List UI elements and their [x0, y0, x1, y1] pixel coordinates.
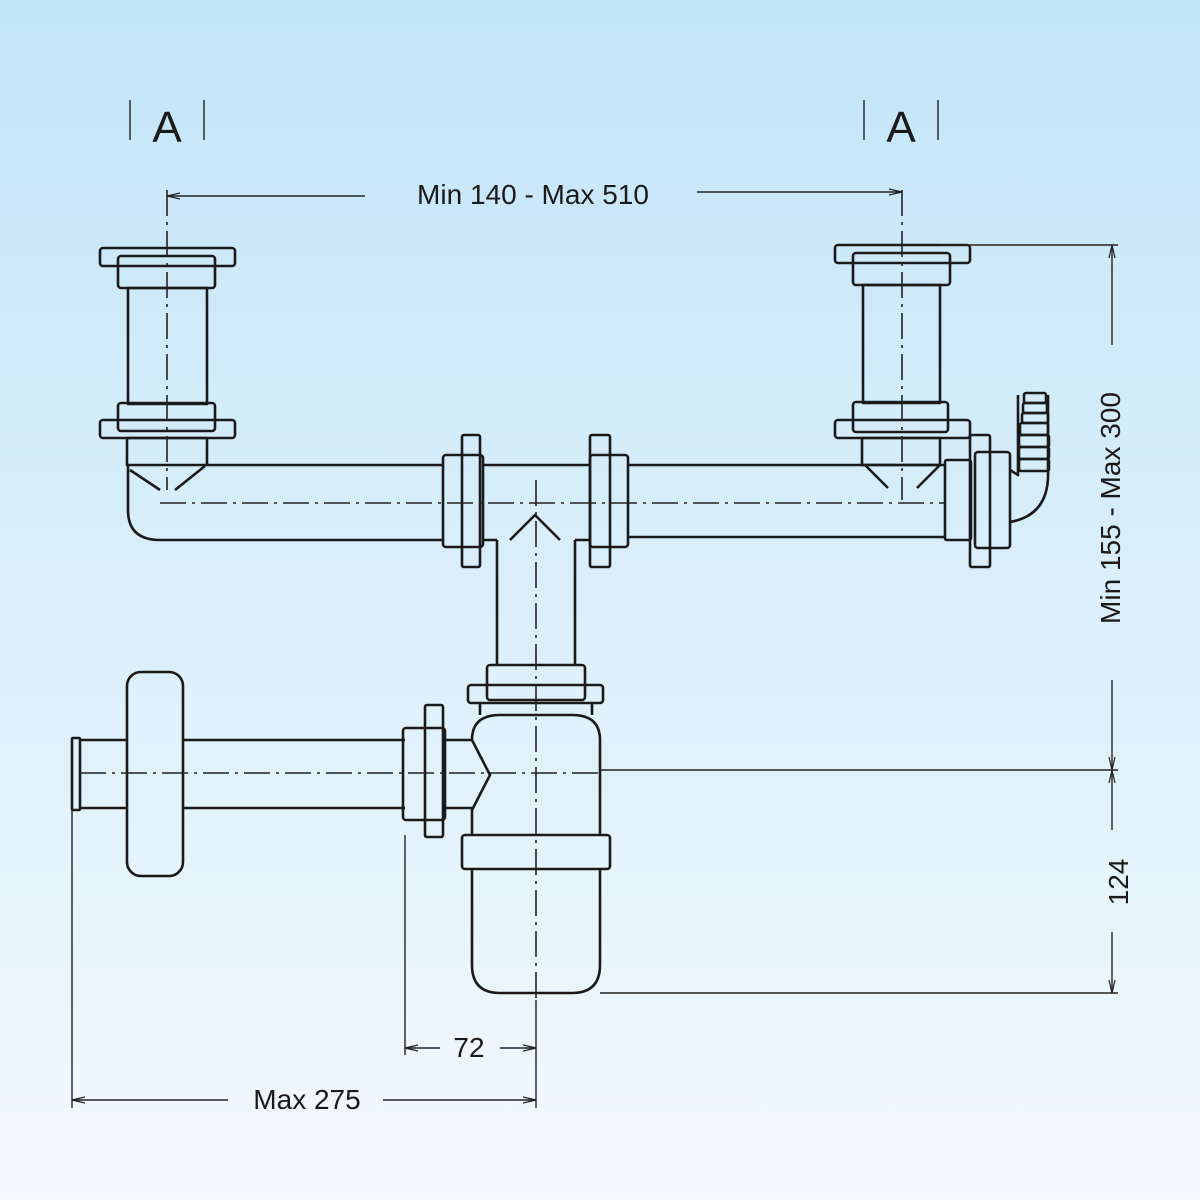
trap-depth-label: 124 [1103, 859, 1134, 906]
dimension-height-range: Min 155 - Max 300 [600, 244, 1126, 771]
section-mark-left: A [129, 100, 205, 152]
outlet-length-label: Max 275 [253, 1084, 360, 1115]
outlet-pipe [70, 670, 472, 878]
appliance-hose-connector [943, 391, 1051, 569]
horizontal-connecting-pipe [126, 433, 945, 569]
dimension-inlet-spacing: Min 140 - Max 510 [167, 179, 902, 210]
section-label-right: A [886, 103, 916, 152]
center-lines [80, 190, 945, 1000]
height-range-label: Min 155 - Max 300 [1095, 392, 1126, 624]
vertical-tail-pipe [495, 540, 577, 665]
outlet-offset-label: 72 [453, 1032, 484, 1063]
inlet-spacing-label: Min 140 - Max 510 [417, 179, 649, 210]
section-label-left: A [152, 103, 182, 152]
dimension-outlet-length: Max 275 [71, 810, 536, 1115]
section-mark-right: A [863, 100, 939, 152]
dimension-trap-depth: 124 [600, 770, 1134, 994]
dimension-outlet-offset: 72 [404, 835, 537, 1108]
